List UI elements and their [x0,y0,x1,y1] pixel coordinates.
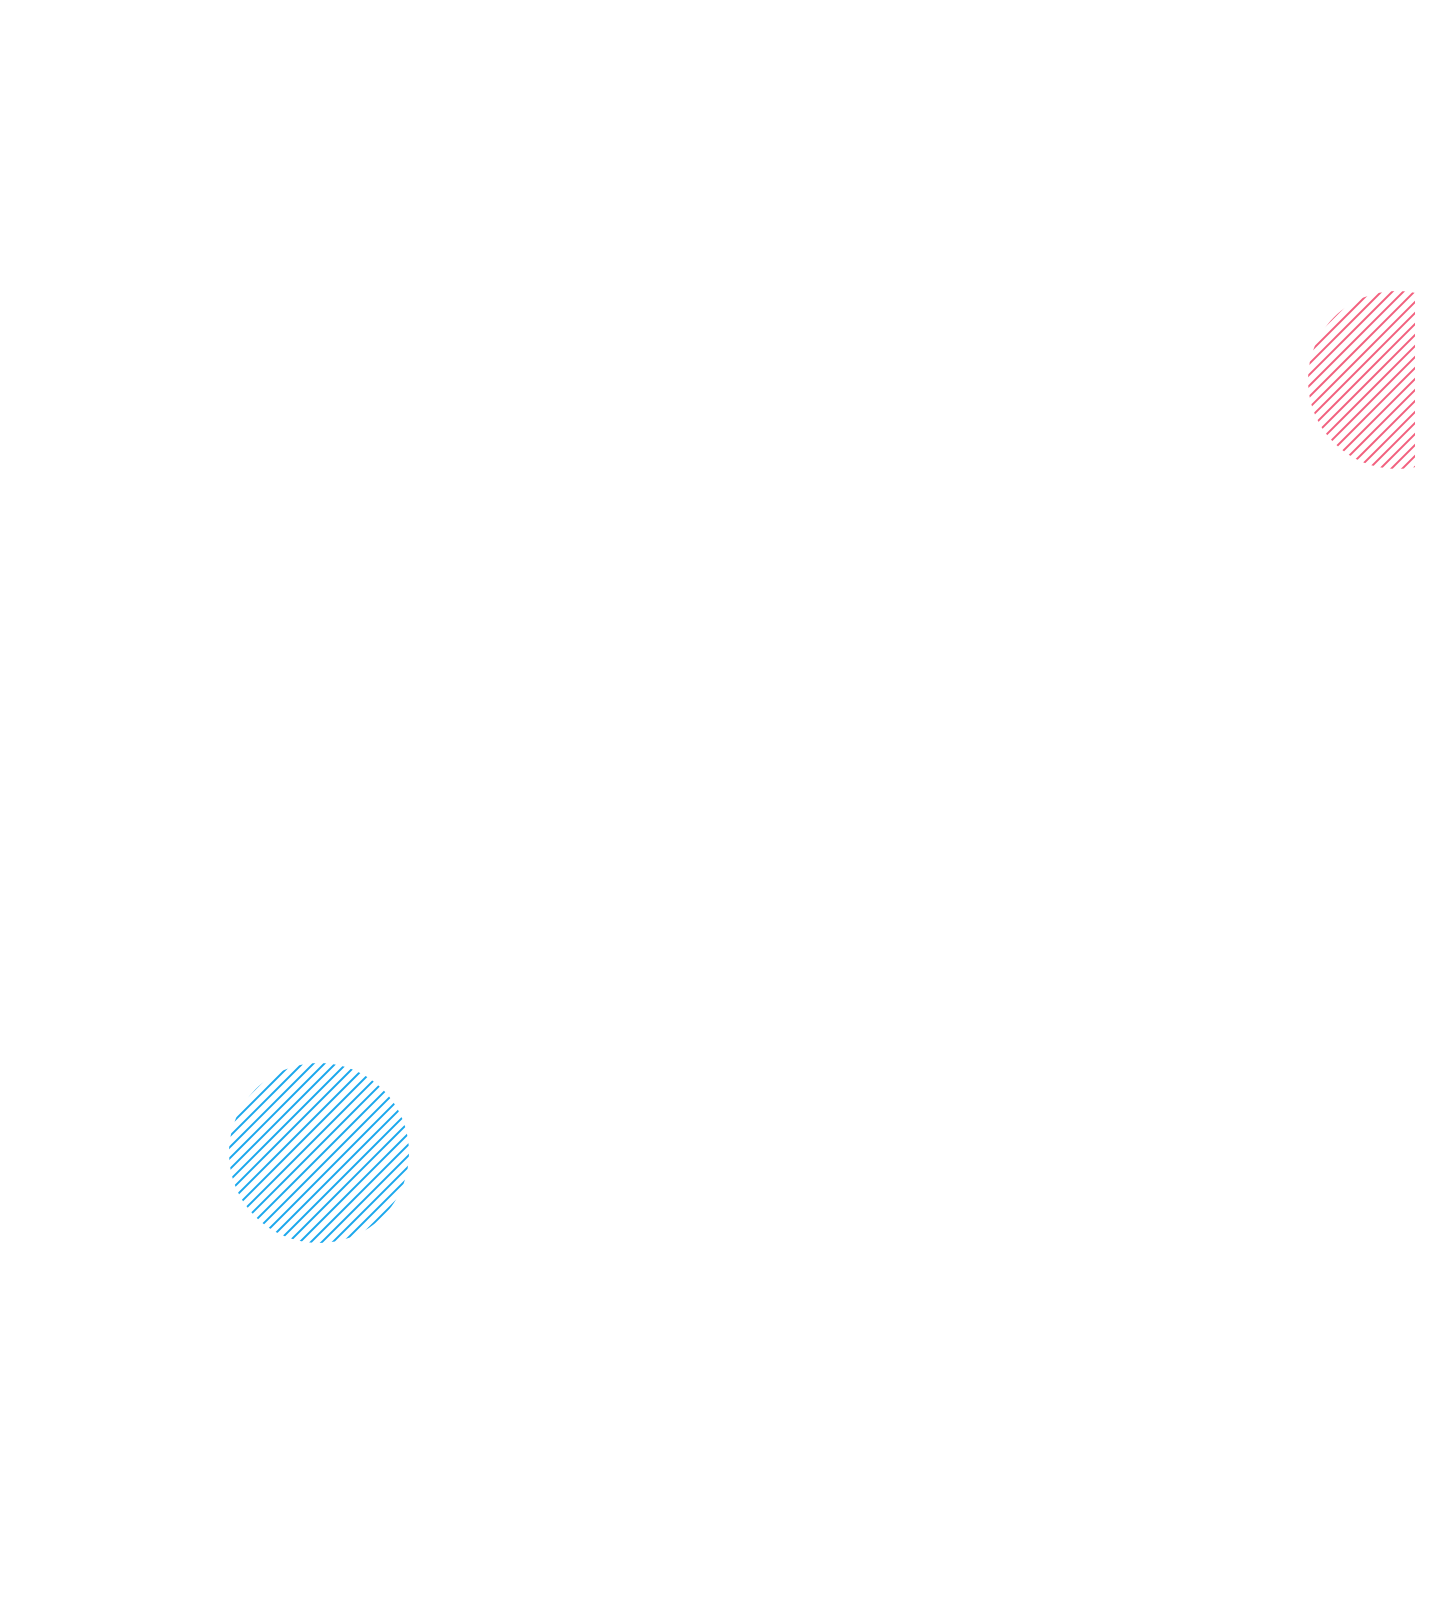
hatch-line [1379,291,1415,469]
hatch-line [1308,291,1373,469]
hatch-line [229,1063,327,1243]
hatch-line [276,1063,409,1243]
hatch-line [1357,291,1415,469]
hatch-line [287,1063,409,1243]
hatch-line [229,1063,409,1243]
hatch-line [353,1063,409,1243]
hatch-line [1308,291,1351,469]
hatch-line [1335,291,1415,469]
hatch-line [342,1063,409,1243]
hatch-line [1308,291,1415,469]
hatch-line [254,1063,409,1243]
hatch-line [1308,291,1415,469]
hatch-line [229,1063,294,1243]
hatch-line [229,1063,316,1243]
hatch-line [1313,291,1415,469]
hatch-line [408,1063,409,1243]
hatch-line [265,1063,409,1243]
hatch-line [298,1063,409,1243]
hatch-line [229,1063,338,1243]
hatch-line [1308,291,1415,469]
hatch-line [1308,291,1384,469]
hatch-line [229,1063,305,1243]
hatched-circle-blue [229,1063,409,1243]
hatch-line [1308,291,1395,469]
hatch-line [229,1063,261,1243]
hatch-line [1308,291,1415,469]
hatch-line [1308,291,1406,469]
hatch-line [320,1063,409,1243]
hatch-line [229,1063,239,1243]
hatch-line [331,1063,409,1243]
hatch-line [1308,291,1415,469]
hatch-line [229,1063,349,1243]
hatch-line [229,1063,371,1243]
hatch-line [1324,291,1415,469]
hatch-line [1368,291,1415,469]
hatch-line [309,1063,409,1243]
hatch-line [1346,291,1415,469]
hatch-line [386,1063,409,1243]
hatch-line [229,1063,360,1243]
hatch-line [229,1063,382,1243]
hatched-circle-pink [1308,291,1415,469]
hatch-line [364,1063,409,1243]
